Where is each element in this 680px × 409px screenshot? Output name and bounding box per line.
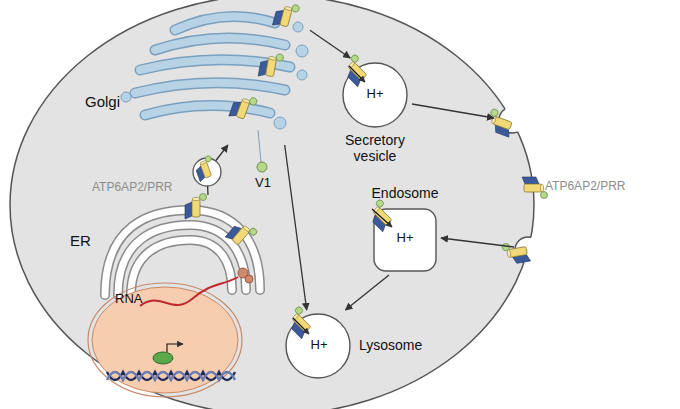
secretory-vesicle: H+ Secretory vesicle xyxy=(335,58,415,188)
receptor-symbol xyxy=(229,92,258,123)
receptor-symbol xyxy=(284,306,317,339)
dna-strand xyxy=(107,372,235,380)
proton-arrow xyxy=(293,318,309,334)
ion-label: H+ xyxy=(361,87,389,102)
secretory-vesicle-shape xyxy=(335,58,415,188)
protein-label: ATP6AP2/PRR xyxy=(545,180,625,194)
golgi-bud xyxy=(293,22,303,32)
ion-label: H+ xyxy=(305,338,333,353)
proton-arrow xyxy=(372,209,392,227)
rna-strand xyxy=(140,277,238,306)
er-cisterna xyxy=(105,210,260,295)
nucleus: RNA xyxy=(85,280,245,400)
receptor-symbol xyxy=(522,177,548,199)
domain-label: V1 xyxy=(255,176,271,191)
cell-membrane xyxy=(10,0,534,409)
receptor-symbol xyxy=(365,199,398,232)
transport-arrow xyxy=(412,104,494,118)
receptor-symbol xyxy=(340,54,373,87)
leader-line xyxy=(258,130,261,162)
ribosome xyxy=(245,275,253,283)
receptor-symbol xyxy=(485,108,516,137)
proton-arrow xyxy=(349,66,365,82)
v1-domain xyxy=(257,162,267,172)
receptor-symbol xyxy=(258,51,284,80)
golgi-cisterna xyxy=(145,105,270,115)
golgi-cisterna xyxy=(145,105,270,115)
nuclear-envelope xyxy=(88,283,242,397)
golgi-cisterna xyxy=(175,16,275,30)
golgi-cisterna xyxy=(135,83,285,93)
golgi-bud xyxy=(121,92,131,102)
er-cisterna xyxy=(105,210,260,295)
golgi-cisterna xyxy=(135,83,285,93)
transport-arrow xyxy=(441,238,514,247)
organelle-label: Secretory vesicle xyxy=(335,132,415,164)
golgi-bud xyxy=(274,117,286,129)
golgi-cisterna xyxy=(175,16,275,30)
transcription-arrow xyxy=(167,344,183,352)
lysosome: H+ Lysosome xyxy=(285,310,440,382)
golgi-bud xyxy=(297,70,307,80)
organelle-label: Lysosome xyxy=(359,337,439,353)
transport-arrow xyxy=(345,275,389,310)
transcription-factor xyxy=(153,352,173,364)
golgi-bud xyxy=(296,45,308,57)
receptor-symbol xyxy=(502,240,531,266)
organelle-label: ER xyxy=(70,232,96,249)
receptor-symbol xyxy=(272,0,299,30)
nucleus-shape xyxy=(85,280,245,400)
organelle-label: Endosome xyxy=(358,185,452,201)
ion-label: H+ xyxy=(391,231,419,246)
receptor-symbol xyxy=(185,194,207,220)
golgi-apparatus-shape xyxy=(80,5,310,145)
golgi-cisterna xyxy=(155,38,285,50)
protein-label: ATP6AP2/PRR xyxy=(92,181,172,195)
organelle-label: Golgi xyxy=(85,93,125,110)
rna-label: RNA xyxy=(115,292,151,307)
endosome: EndosomeH+ xyxy=(358,183,452,275)
golgi-apparatus: Golgi xyxy=(80,5,310,145)
golgi-cisterna xyxy=(155,38,285,50)
transport-arrow xyxy=(310,30,350,58)
endoplasmic-reticulum: ER xyxy=(60,195,260,300)
receptor-symbol xyxy=(225,217,258,250)
er-cisterna xyxy=(131,240,232,295)
transport-arrow xyxy=(285,145,307,310)
receptor-symbol xyxy=(193,155,218,182)
dna-strand xyxy=(107,372,235,380)
er-cisterna xyxy=(131,240,232,295)
